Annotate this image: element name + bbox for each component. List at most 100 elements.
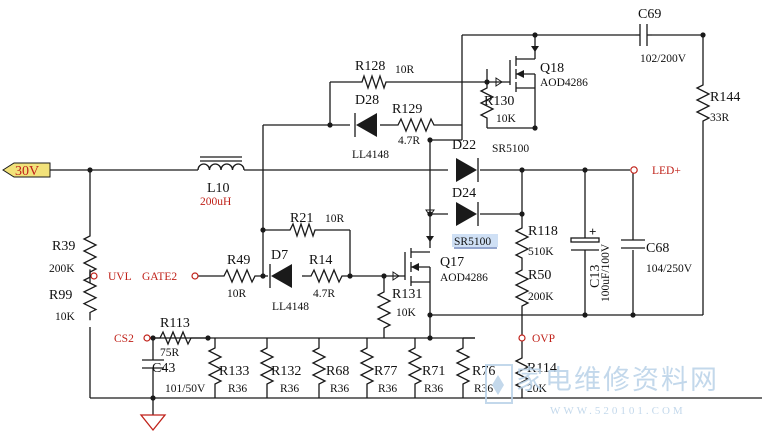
r129-value: 4.7R (398, 135, 420, 147)
r114-value: 20K (527, 383, 548, 395)
r144-value: 33R (710, 112, 730, 124)
r77-ref: R77 (374, 364, 397, 379)
r130-value: 10K (496, 113, 517, 125)
r128-value: 10R (395, 64, 415, 76)
resistor-r118: R118 510K (514, 222, 558, 262)
c68-value: 104/250V (646, 263, 693, 275)
c68-ref: C68 (646, 241, 669, 256)
resistor-r144: R144 33R (696, 76, 740, 130)
junction-dots (87, 32, 706, 401)
r99-ref: R99 (49, 288, 72, 303)
watermark-url: WWW.520101.COM (550, 405, 686, 417)
d24-part-highlight (452, 234, 498, 247)
net-uvl-label: UVL (108, 271, 132, 283)
r144-ref: R144 (710, 90, 740, 105)
r128-ref: R128 (355, 59, 385, 74)
c13-polarity-plus: + (589, 224, 596, 239)
capacitor-c13: + C13 100uF/100V (570, 224, 612, 302)
r68-value: R36 (330, 383, 349, 395)
r14-ref: R14 (309, 253, 332, 268)
resistor-r130: R130 10K (479, 82, 517, 125)
r76-ref: R76 (472, 364, 495, 379)
resistor-r50: R50 200K (514, 262, 554, 322)
net-led-plus: LED+ (630, 165, 681, 177)
resistor-r114: R114 20K (514, 352, 557, 398)
r71-value: R36 (424, 383, 443, 395)
r39-ref: R39 (52, 239, 75, 254)
r99-value: 10K (55, 311, 76, 323)
d24-ref: D24 (452, 186, 476, 201)
resistor-r14: R14 4.7R (305, 253, 347, 300)
r39-value: 200K (49, 263, 75, 275)
q18-part: AOD4286 (540, 77, 588, 89)
net-gate2: GATE2 (142, 271, 199, 283)
net-30v-label: 30V (15, 164, 39, 179)
resistor-r49: R49 10R (218, 253, 260, 300)
watermark-logo-mark (492, 375, 504, 395)
r118-ref: R118 (528, 224, 558, 239)
c69-value: 102/200V (640, 53, 687, 65)
c43-ref: C43 (152, 361, 175, 376)
c43-value: 101/50V (165, 383, 206, 395)
resistor-r129: R129 4.7R (390, 102, 442, 147)
c13-value: 100uF/100V (600, 243, 612, 302)
diode-d7: D7 LL4148 (269, 248, 309, 313)
l10-value: 200uH (200, 196, 231, 208)
r131-ref: R131 (392, 287, 422, 302)
r49-value: 10R (227, 288, 247, 300)
net-cs2-label: CS2 (114, 333, 134, 345)
r118-value: 510K (528, 246, 554, 258)
mosfet-q18: Q18 AOD4286 (495, 46, 588, 92)
d28-ref: D28 (355, 93, 379, 108)
r71-ref: R71 (422, 364, 445, 379)
r21-ref: R21 (290, 211, 313, 226)
watermark: 家电维修资料网 WWW.520101.COM (485, 364, 719, 417)
net-gate2-label: GATE2 (142, 271, 177, 283)
r14-value: 4.7R (313, 288, 335, 300)
capacitor-c68: C68 104/250V (621, 239, 693, 275)
resistor-r39: R39 200K (49, 227, 97, 281)
r76-value: R36 (474, 383, 493, 395)
r129-ref: R129 (392, 102, 422, 117)
r132-ref: R132 (271, 364, 301, 379)
c69-ref: C69 (638, 7, 661, 22)
d28-part: LL4148 (352, 149, 389, 161)
ground-symbol (139, 414, 167, 432)
resistor-r21: R21 10R (285, 211, 345, 239)
r130-ref: R130 (484, 94, 514, 109)
r68-ref: R68 (326, 364, 349, 379)
wires (50, 34, 762, 415)
d22-ref: D22 (452, 138, 476, 153)
watermark-cn: 家电维修资料网 (516, 365, 719, 395)
capacitor-c43: C43 101/50V (142, 359, 206, 395)
r50-ref: R50 (528, 268, 551, 283)
net-ovp: OVP (518, 333, 555, 345)
net-uvl: UVL (90, 271, 132, 283)
net-ovp-label: OVP (532, 333, 555, 345)
d22-part: SR5100 (492, 143, 529, 155)
d7-part: LL4148 (272, 301, 309, 313)
resistor-r99: R99 10K (49, 268, 97, 323)
q17-part: AOD4286 (440, 272, 488, 284)
r133-value: R36 (228, 383, 247, 395)
r21-value: 10R (325, 213, 345, 225)
resistor-r113: R113 75R (153, 316, 208, 359)
resistor-r128: R128 10R (355, 59, 415, 91)
diode-d24: D24 SR5100 (452, 186, 498, 249)
r50-value: 200K (528, 291, 554, 303)
r131-value: 10K (396, 307, 417, 319)
q18-ref: Q18 (540, 61, 564, 76)
diode-d22: D22 SR5100 (452, 138, 529, 182)
diode-d28: D28 LL4148 (352, 93, 389, 161)
resistor-r131: R131 10K (376, 286, 422, 336)
c13-ref: C13 (588, 265, 603, 288)
r77-value: R36 (378, 383, 397, 395)
net-cs2: CS2 (114, 333, 151, 345)
watermark-logo-frame (485, 364, 513, 404)
l10-ref: L10 (207, 181, 230, 196)
net-led-plus-label: LED+ (652, 165, 681, 177)
capacitor-c69: C69 102/200V (635, 7, 687, 65)
r49-ref: R49 (227, 253, 250, 268)
sense-resistor-bank: R133 R36 R132 R36 R68 R36 R77 R36 R71 R3… (207, 337, 495, 398)
